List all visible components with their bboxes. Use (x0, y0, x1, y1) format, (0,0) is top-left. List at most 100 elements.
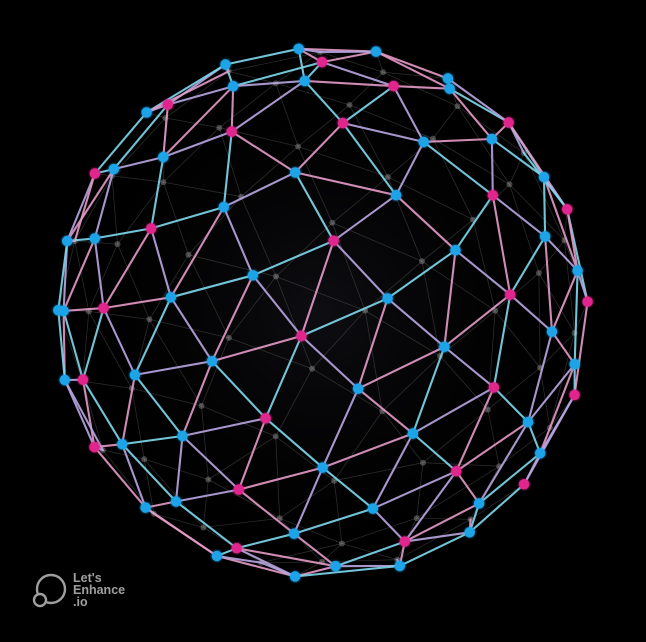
back-edge (349, 71, 384, 106)
edge (539, 363, 576, 455)
edge (550, 269, 579, 333)
node (299, 75, 310, 87)
back-edge (457, 105, 525, 154)
node (503, 117, 514, 128)
node (582, 296, 593, 307)
watermark: Let's Enhance .io (31, 571, 125, 609)
back-edge (275, 368, 313, 437)
edge (509, 235, 547, 296)
back-edge (201, 337, 230, 407)
node (316, 56, 328, 68)
back-edge (111, 175, 164, 183)
back-edge (102, 449, 145, 460)
edge (303, 79, 395, 88)
back-node (420, 459, 426, 466)
back-edge (311, 310, 366, 369)
back-node (309, 365, 316, 372)
node (407, 428, 419, 439)
edge (321, 387, 360, 469)
edge (264, 417, 324, 469)
node (170, 496, 182, 507)
back-edge (332, 222, 423, 262)
node (290, 167, 301, 178)
back-edge (165, 117, 220, 129)
back-edge (494, 310, 541, 369)
edge (181, 360, 214, 438)
back-node (200, 524, 207, 531)
back-edge (487, 409, 500, 467)
node (108, 163, 120, 175)
node (89, 168, 101, 179)
back-edge (364, 310, 441, 357)
edge (386, 297, 446, 348)
back-edge (117, 243, 150, 320)
edge (321, 432, 414, 469)
node (464, 527, 475, 538)
back-edge (416, 465, 500, 519)
edge (237, 417, 267, 491)
edge (294, 171, 398, 197)
node (569, 389, 580, 401)
edge (174, 434, 184, 503)
back-edge (163, 127, 220, 183)
edge (230, 85, 235, 133)
node (77, 374, 89, 385)
back-edge (539, 367, 551, 428)
back-node (114, 241, 121, 248)
edge (230, 79, 306, 133)
edge (576, 269, 589, 303)
edge (371, 507, 406, 543)
back-edge (240, 196, 277, 277)
back-edge (88, 243, 118, 312)
edge (57, 309, 66, 382)
edge-layer (57, 47, 589, 578)
edge (57, 239, 69, 312)
node (370, 46, 382, 57)
back-edge (218, 127, 242, 197)
back-edge (74, 241, 90, 312)
edge (492, 293, 512, 389)
edge (162, 85, 235, 159)
edge (411, 386, 495, 435)
node (439, 341, 450, 352)
node (89, 441, 100, 453)
edge (509, 293, 554, 333)
back-edge (364, 310, 383, 412)
edge (133, 373, 184, 438)
edge (422, 137, 493, 143)
edge (121, 373, 136, 446)
edge (81, 378, 124, 446)
back-edge (421, 219, 474, 262)
edge (468, 483, 526, 534)
back-node (454, 103, 461, 110)
back-edge (219, 82, 277, 129)
back-edge (57, 310, 83, 382)
back-node (185, 251, 192, 258)
back-edge (383, 71, 448, 79)
node (162, 99, 174, 110)
edge (235, 532, 296, 550)
edge (527, 363, 576, 424)
edge (392, 85, 451, 90)
edge (150, 156, 165, 230)
node (141, 107, 152, 118)
back-node (205, 476, 212, 483)
back-edge (279, 480, 335, 519)
back-node (146, 316, 153, 323)
node (546, 326, 558, 337)
node (89, 233, 101, 244)
edge (251, 239, 335, 277)
edge (121, 443, 147, 509)
edge (492, 386, 530, 424)
back-node (329, 219, 336, 226)
back-edge (131, 388, 145, 460)
node (488, 382, 500, 393)
node (486, 133, 498, 145)
edge (166, 85, 235, 106)
watermark-line-1: Let's (73, 571, 102, 585)
edge (422, 140, 494, 197)
back-node (430, 135, 436, 142)
edge (523, 393, 576, 486)
node (228, 81, 239, 92)
